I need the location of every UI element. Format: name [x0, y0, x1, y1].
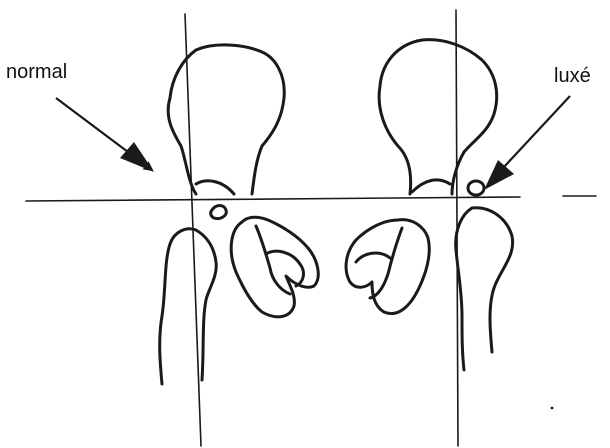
horizontal-reference-line: [26, 197, 520, 201]
normal-label: normal: [6, 62, 67, 82]
left-femoral-neck-curve: [196, 181, 234, 194]
right-ossification-nucleus: [468, 181, 484, 195]
speck: [551, 407, 554, 410]
left-small-fragment: [211, 206, 227, 219]
left-pubis-outer: [231, 217, 318, 317]
luxe-arrowhead: [484, 160, 514, 190]
left-femur-shaft: [160, 229, 217, 384]
luxe-label: luxé: [554, 66, 591, 86]
right-femur-shaft: [456, 208, 513, 370]
right-femoral-neck-curve: [412, 180, 450, 192]
left-femoral-head: [168, 45, 284, 194]
normal-arrowhead: [120, 142, 154, 172]
right-femoral-head: [379, 40, 497, 194]
right-pubis-outer: [346, 220, 429, 314]
